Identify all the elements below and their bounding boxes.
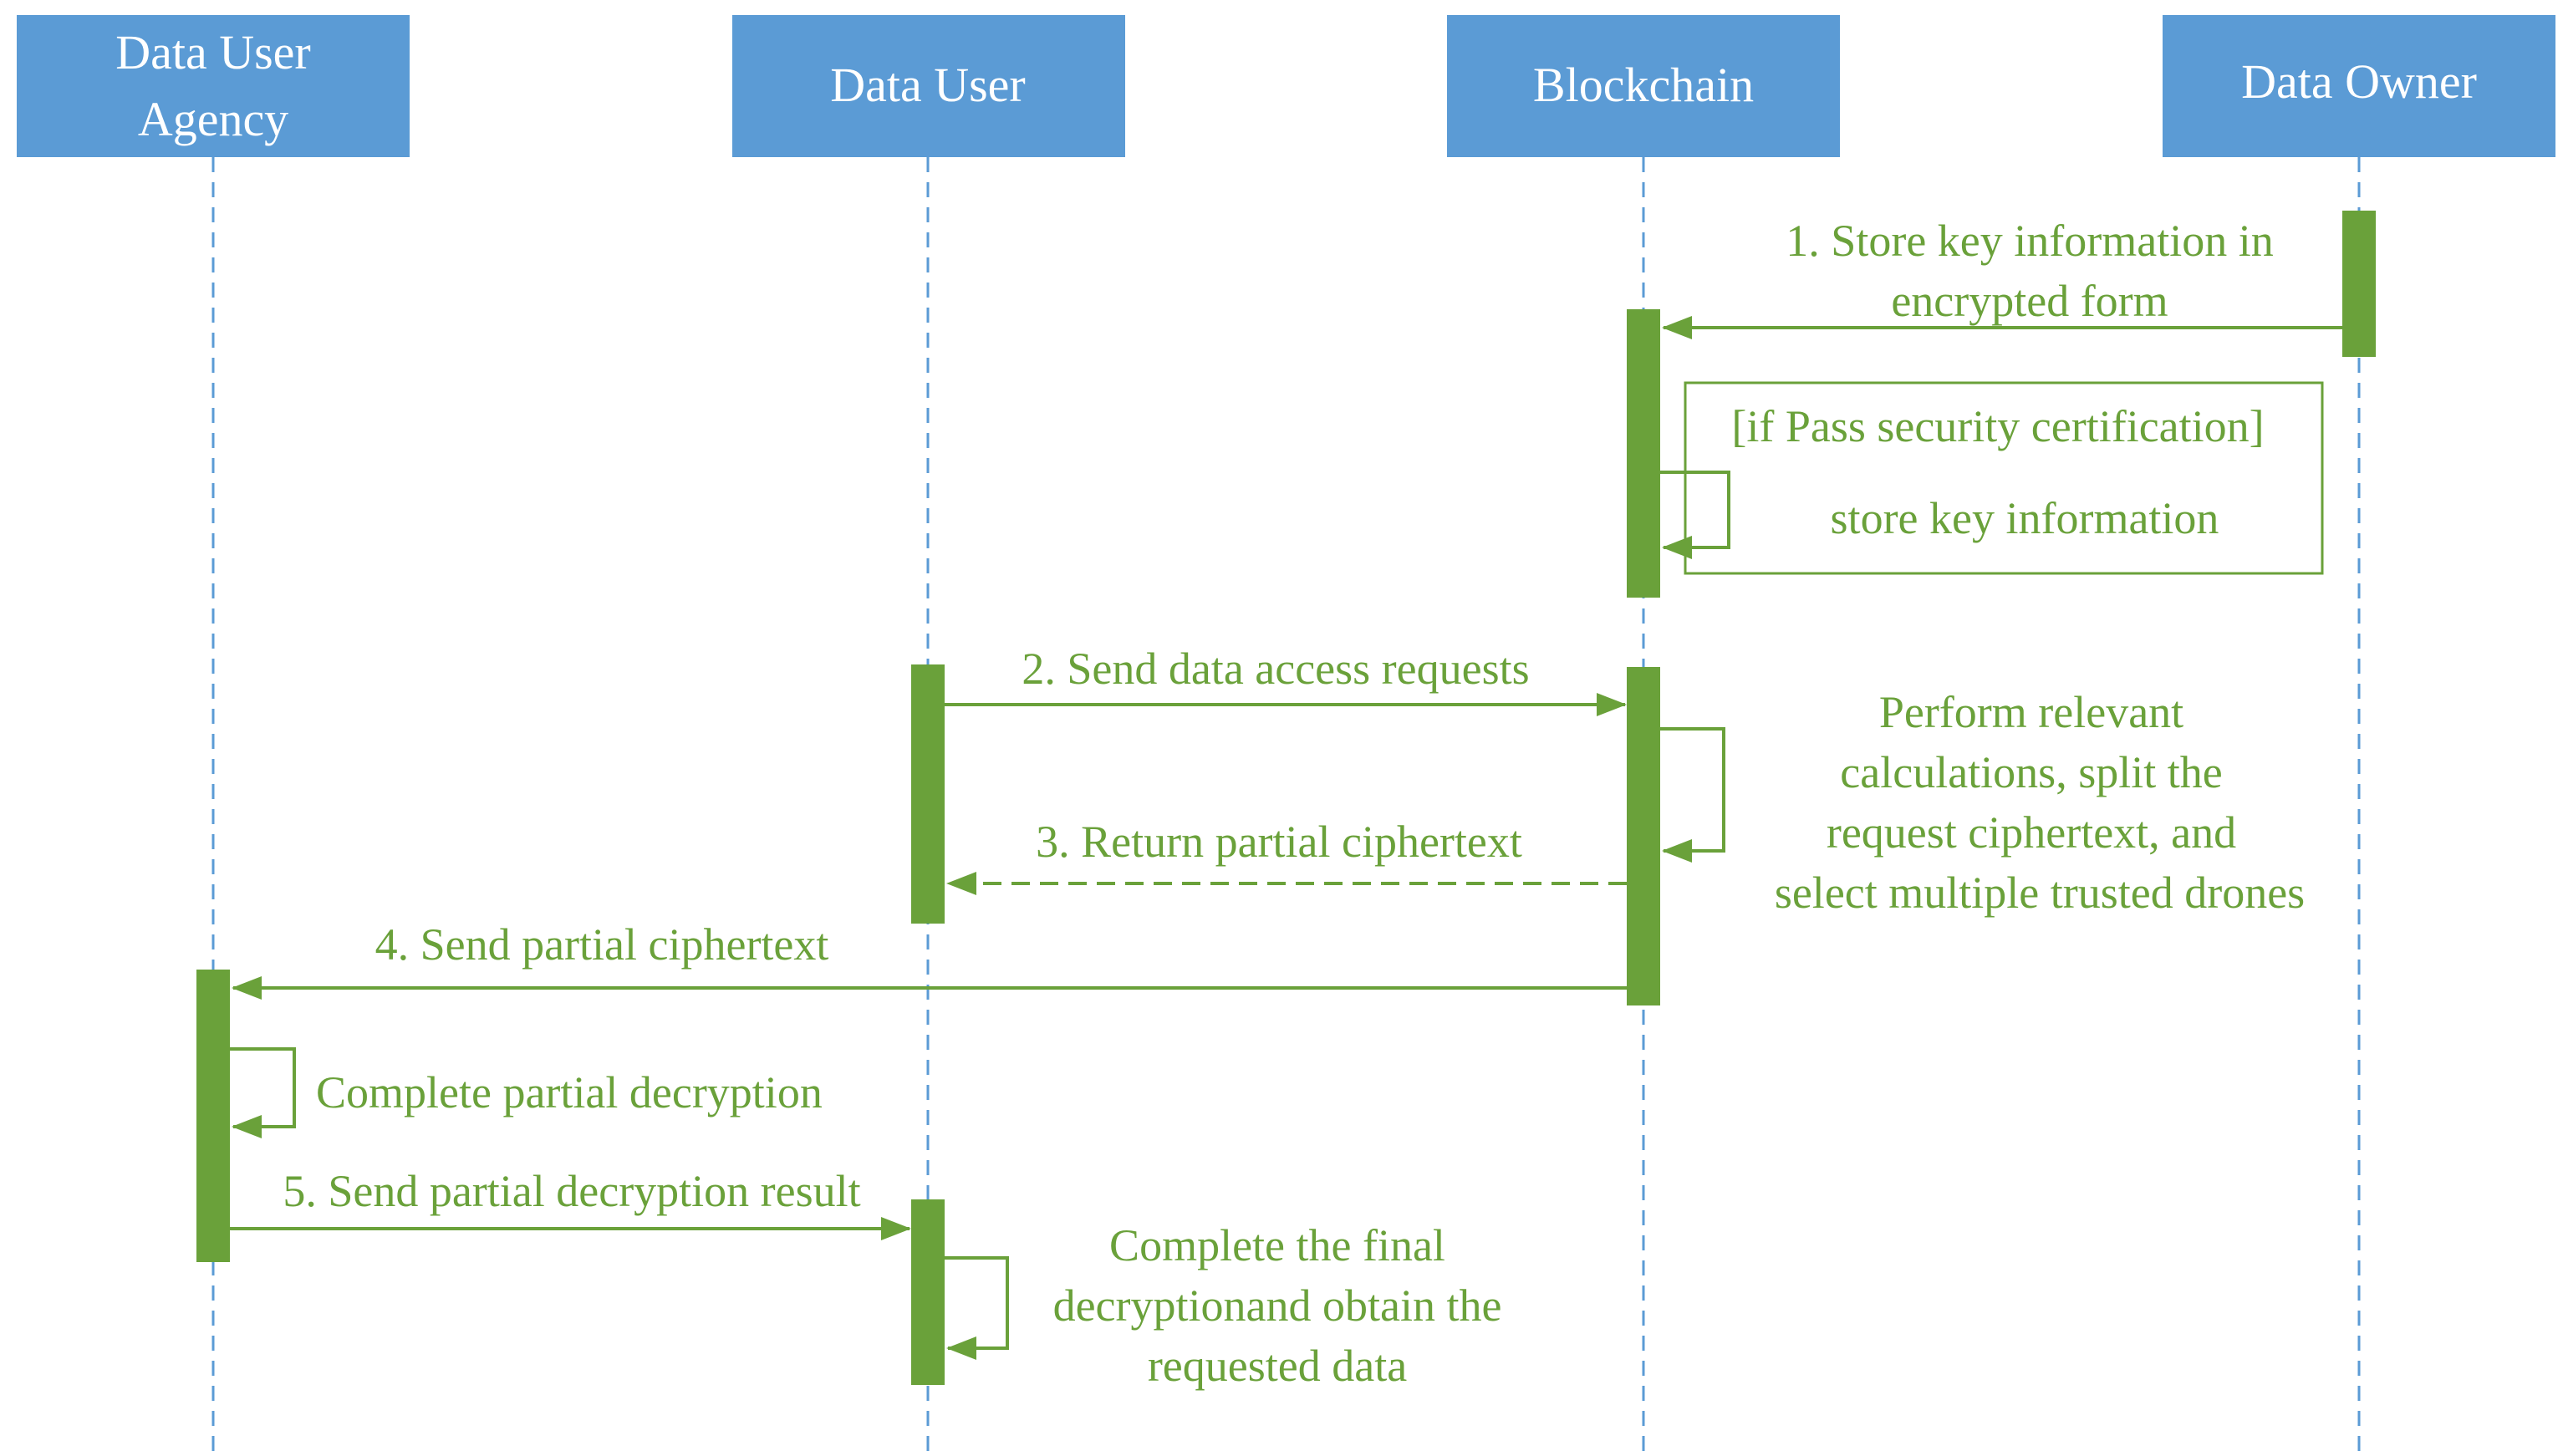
- guard-frame: [if Pass security certification] store k…: [1660, 381, 2324, 575]
- activation-user-1: [911, 664, 945, 924]
- activation-blockchain-2: [1627, 667, 1660, 1005]
- actor-label: Blockchain: [1533, 58, 1754, 112]
- activation-owner: [2342, 211, 2376, 357]
- message-3-label: 3. Return partial ciphertext: [1036, 817, 1522, 867]
- self-decryption: Complete partial decryption: [230, 1047, 823, 1138]
- actor-label-line-2: Agency: [138, 92, 288, 146]
- actor-blockchain: Blockchain: [1447, 15, 1840, 157]
- actor-label: Data User: [830, 58, 1026, 112]
- message-4-label: 4. Send partial ciphertext: [375, 919, 829, 970]
- self-calculation-line-4: select multiple trusted drones: [1775, 868, 2305, 918]
- self-calculation-line-1: Perform relevant: [1879, 687, 2183, 737]
- self-calculation: Perform relevant calculations, split the…: [1660, 687, 2305, 918]
- self-final-arrow: [945, 1256, 1009, 1360]
- self-store-label: store key information: [1831, 493, 2219, 543]
- guard-frame-box: [1684, 381, 2324, 575]
- activation-user-2: [911, 1199, 945, 1385]
- self-final-line-2: decryptionand obtain the: [1053, 1280, 1502, 1331]
- message-5-label: 5. Send partial decryption result: [283, 1166, 860, 1216]
- actor-data-owner: Data Owner: [2163, 15, 2555, 157]
- self-final-line-3: requested data: [1148, 1341, 1407, 1391]
- message-2: 2. Send data access requests: [945, 644, 1627, 716]
- activation-agency: [196, 970, 230, 1262]
- actor-data-user: Data User: [732, 15, 1125, 157]
- message-4: 4. Send partial ciphertext: [232, 919, 1627, 1000]
- self-calculation-line-2: calculations, split the: [1840, 747, 2222, 797]
- self-decryption-label: Complete partial decryption: [316, 1067, 823, 1117]
- self-calculation-line-3: request ciphertext, and: [1827, 807, 2236, 858]
- message-2-label: 2. Send data access requests: [1022, 644, 1529, 694]
- self-final-line-1: Complete the final: [1109, 1220, 1445, 1270]
- self-decryption-arrow: [230, 1047, 296, 1138]
- self-store-arrow: [1660, 471, 1730, 559]
- message-1-label-line-2: encrypted form: [1891, 276, 2168, 326]
- self-final-decryption: Complete the final decryptionand obtain …: [945, 1220, 1501, 1391]
- message-5: 5. Send partial decryption result: [230, 1166, 911, 1240]
- activation-blockchain-1: [1627, 309, 1660, 598]
- actor-data-user-agency: Data User Agency: [17, 15, 410, 157]
- actor-label-line-1: Data User: [115, 25, 311, 79]
- message-1: 1. Store key information in encrypted fo…: [1662, 216, 2342, 339]
- message-1-label-line-1: 1. Store key information in: [1786, 216, 2273, 266]
- self-calculation-arrow: [1660, 727, 1725, 863]
- message-3: 3. Return partial ciphertext: [946, 817, 1627, 895]
- guard-condition: [if Pass security certification]: [1731, 401, 2264, 451]
- actor-label: Data Owner: [2241, 54, 2477, 109]
